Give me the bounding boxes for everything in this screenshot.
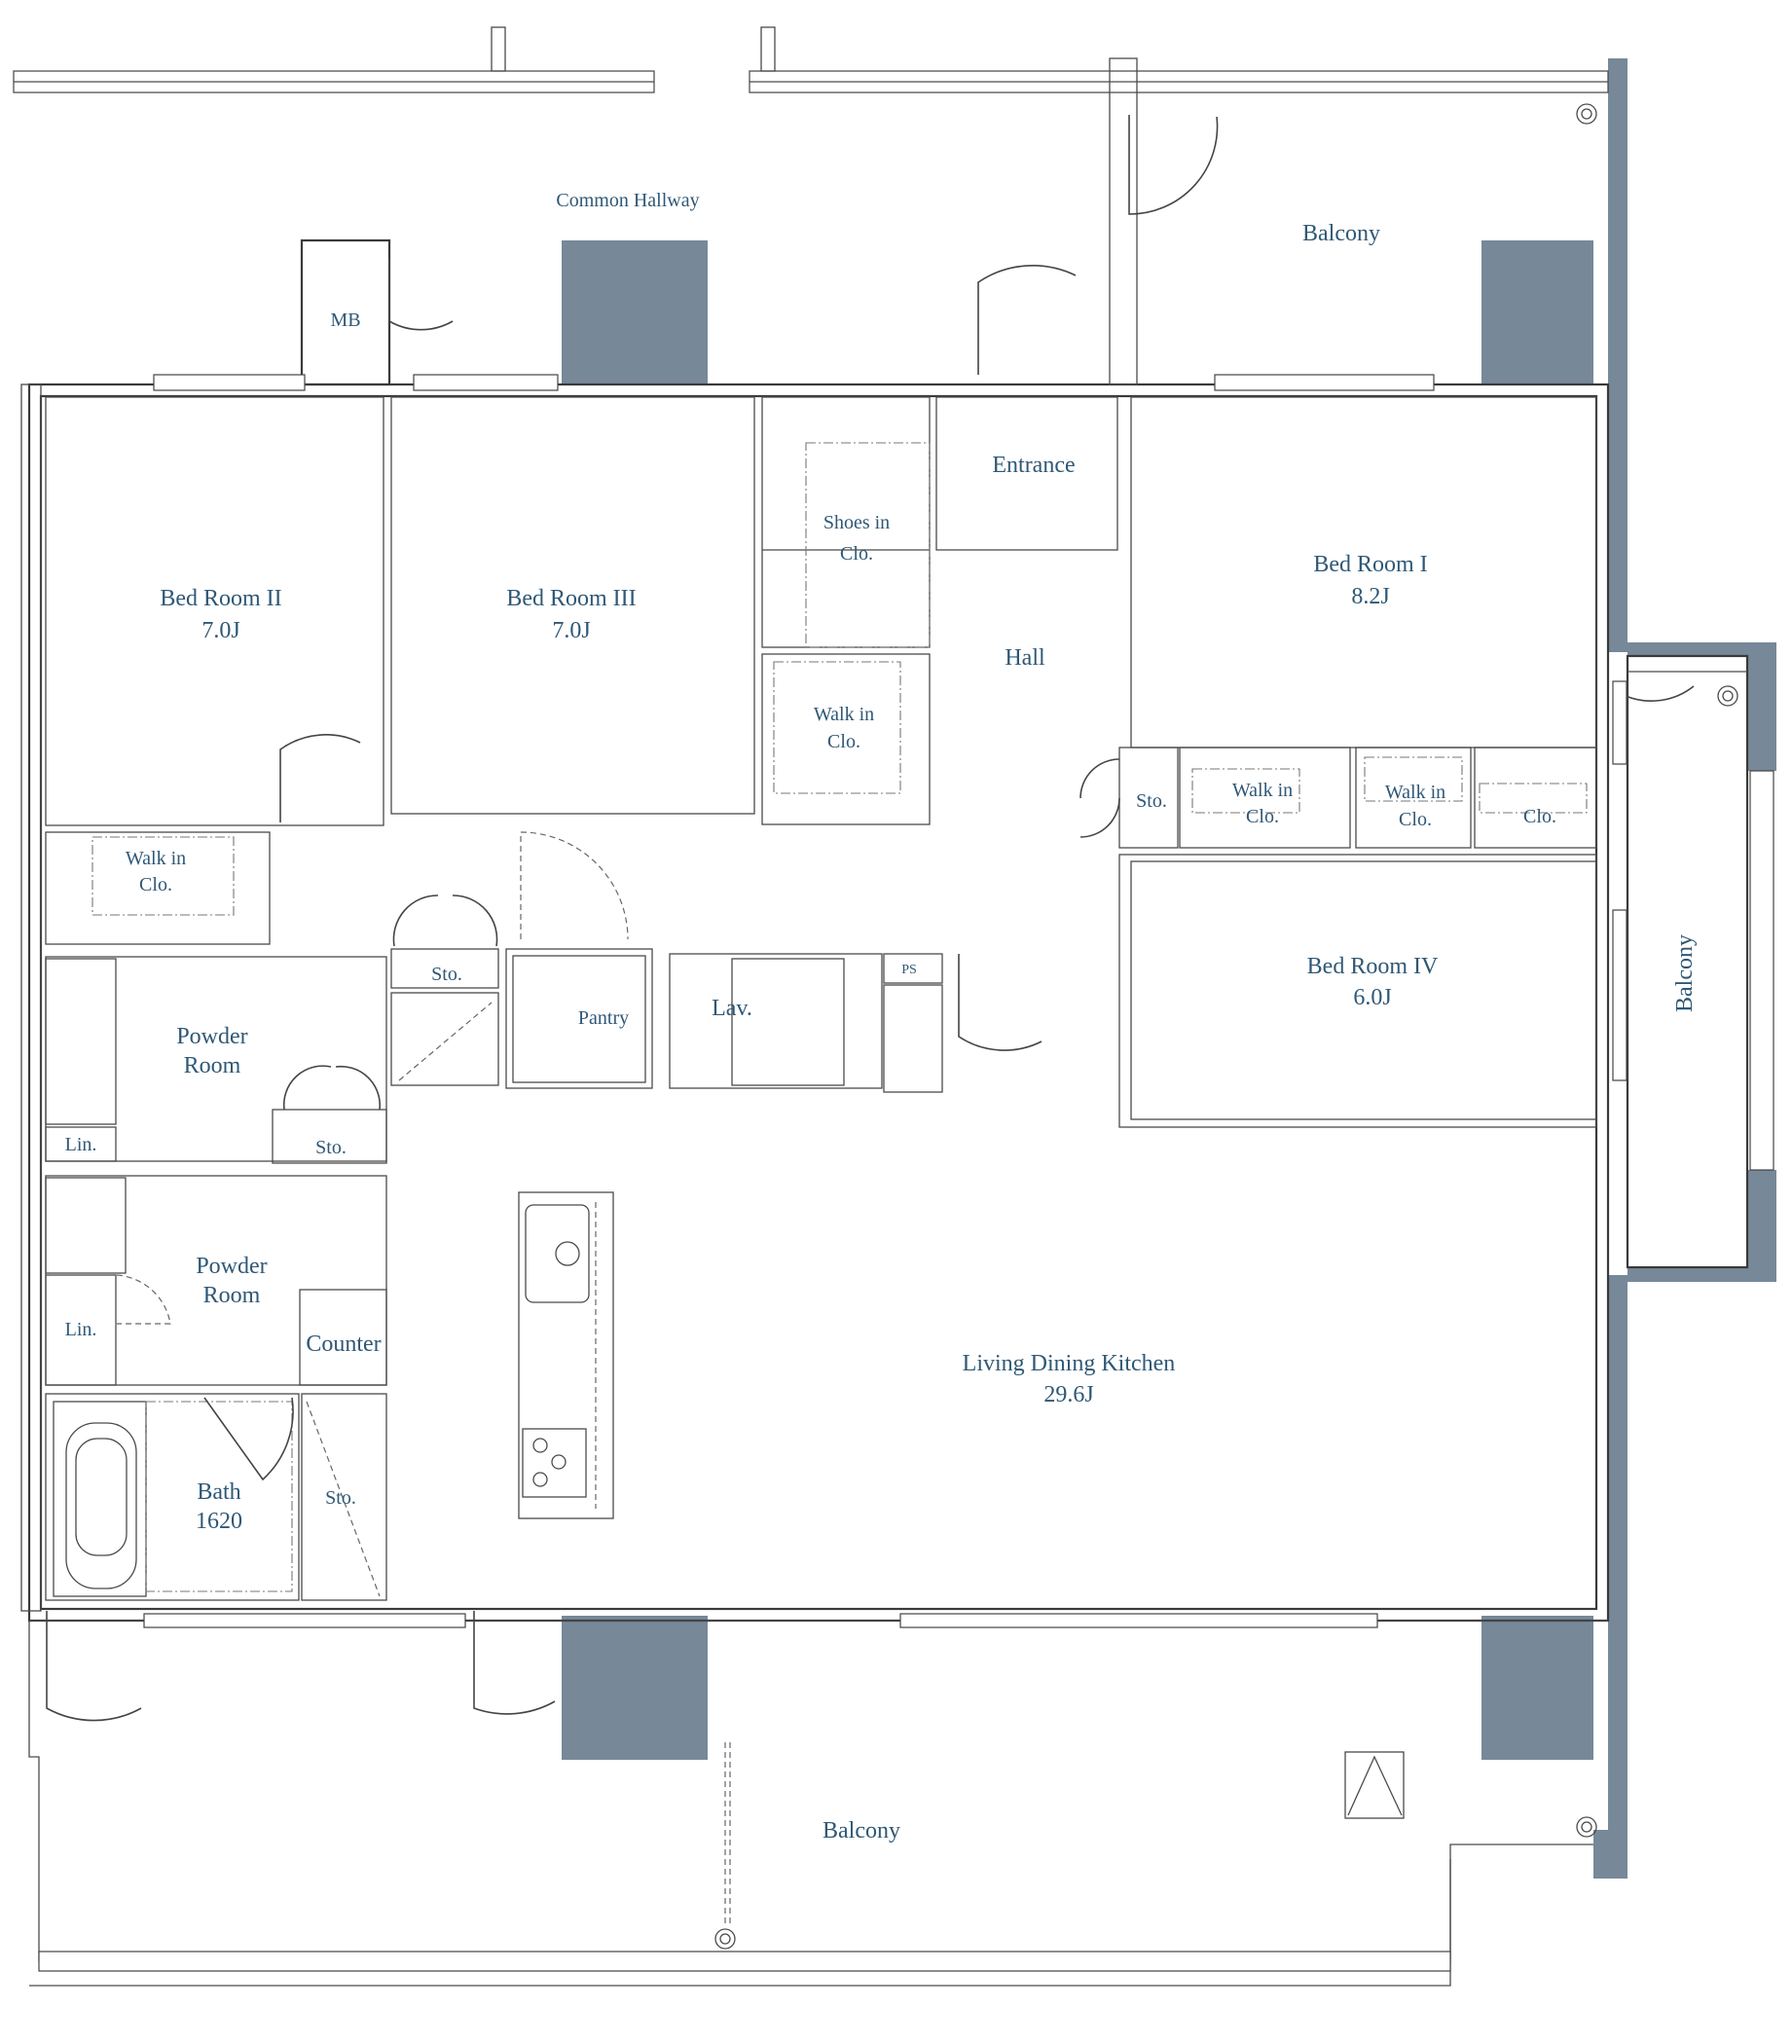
entrance-label: Entrance <box>992 453 1075 478</box>
shoes-in-clo-label-2: Clo. <box>840 543 873 565</box>
bed-room-2-size: 7.0J <box>201 618 239 643</box>
bed-room-1-size: 8.2J <box>1351 584 1389 609</box>
mb-label: MB <box>330 310 360 331</box>
walk-in-clo-br2-2: Clo. <box>139 874 172 895</box>
powder-room-1-line2: Room <box>184 1053 241 1078</box>
bed-room-3-name: Bed Room III <box>506 586 636 611</box>
room-labels: Common Hallway Balcony MB Entrance Shoes… <box>65 190 1698 1843</box>
structural-columns <box>562 58 1776 1879</box>
powder-room-1-line1: Powder <box>176 1024 247 1049</box>
balcony-top-label: Balcony <box>1302 221 1380 246</box>
pantry-label: Pantry <box>578 1007 629 1029</box>
common-hallway-label: Common Hallway <box>556 190 699 211</box>
walk-in-clo-br2-1: Walk in <box>126 848 186 869</box>
powder-room-2-line2: Room <box>203 1283 261 1308</box>
lin-label-1: Lin. <box>65 1134 97 1155</box>
clo-label: Clo. <box>1523 806 1556 827</box>
walk-in-clo-br1a-2: Clo. <box>1246 806 1279 827</box>
windows <box>143 374 1627 1628</box>
hall-label: Hall <box>1005 645 1045 671</box>
balcony-right-label: Balcony <box>1672 934 1698 1012</box>
doors <box>46 115 1695 1722</box>
bath-name: Bath <box>197 1479 240 1505</box>
bath-size: 1620 <box>196 1509 242 1534</box>
walk-in-clo-hall-1: Walk in <box>814 704 874 725</box>
sto-label-stairs: Sto. <box>325 1487 356 1509</box>
bed-room-4-name: Bed Room IV <box>1307 954 1439 979</box>
lin-label-2: Lin. <box>65 1319 97 1340</box>
powder-room-2-line1: Powder <box>196 1254 267 1279</box>
bed-room-2-name: Bed Room II <box>160 586 281 611</box>
interior-walls <box>29 396 1608 1622</box>
bed-room-1-name: Bed Room I <box>1313 552 1427 577</box>
bed-room-4-size: 6.0J <box>1353 985 1391 1010</box>
balcony-bottom-label: Balcony <box>823 1818 900 1843</box>
sto-label-powder: Sto. <box>315 1137 347 1158</box>
shoes-in-clo-label-1: Shoes in <box>823 512 890 533</box>
walk-in-clo-br1a-1: Walk in <box>1232 780 1293 801</box>
bed-room-3-size: 7.0J <box>552 618 590 643</box>
ps-label: PS <box>901 963 917 977</box>
counter-label: Counter <box>306 1332 381 1357</box>
walk-in-clo-br1b-1: Walk in <box>1385 782 1445 803</box>
walk-in-clo-br1b-2: Clo. <box>1399 809 1432 830</box>
walk-in-clo-hall-2: Clo. <box>827 731 860 752</box>
lav-label: Lav. <box>712 996 752 1021</box>
ldk-size: 29.6J <box>1043 1382 1093 1407</box>
sto-label-br1: Sto. <box>1136 790 1167 812</box>
sto-label-hall: Sto. <box>431 964 462 985</box>
ldk-name: Living Dining Kitchen <box>963 1351 1176 1376</box>
